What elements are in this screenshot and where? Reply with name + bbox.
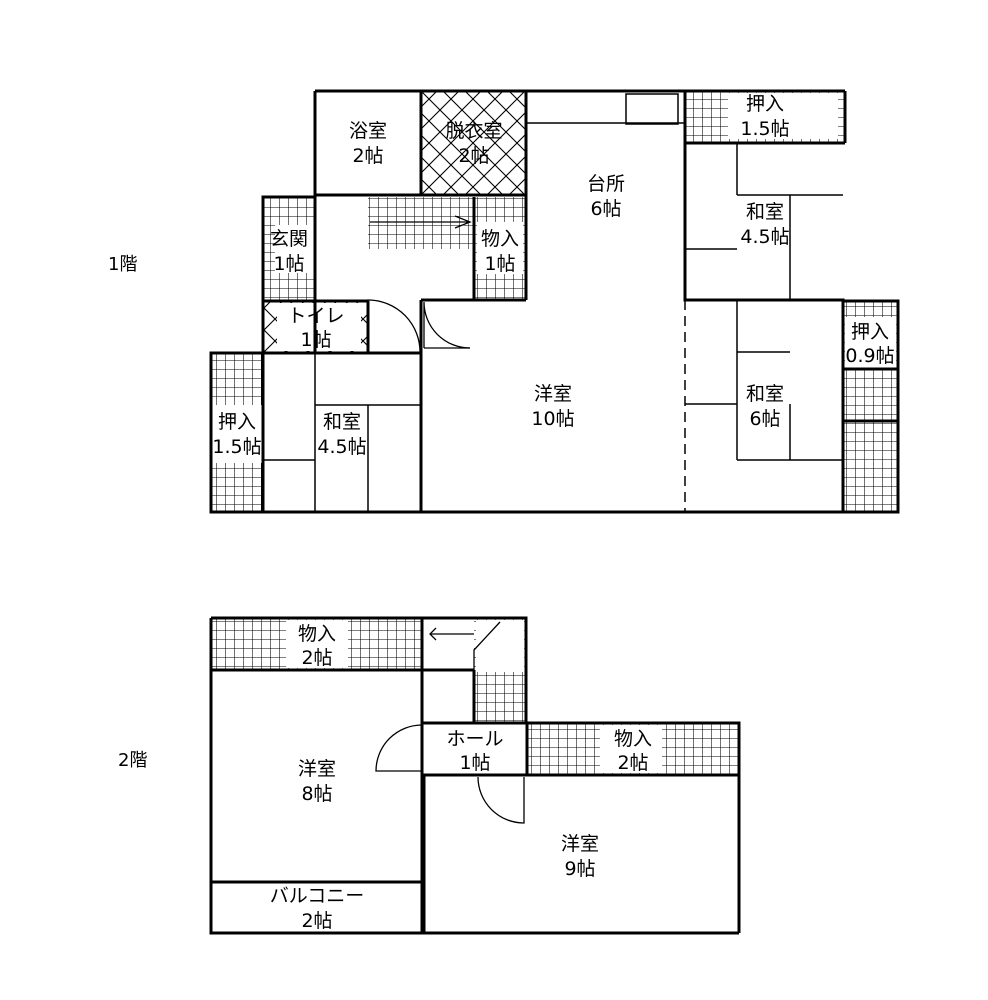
room-closet-left-name: 押入 (218, 411, 256, 433)
room-closet-right-size: 0.9帖 (845, 345, 894, 367)
room-closet-left-size: 1.5帖 (212, 436, 261, 458)
second-floor-walls (209, 616, 741, 935)
room-washitsu-right-size: 6帖 (749, 408, 780, 430)
room-balcony-name: バルコニー (270, 885, 365, 907)
room-storage-1f-name: 物入 (481, 228, 519, 250)
room-western-8-name: 洋室 (298, 758, 336, 780)
room-dressing-size: 2帖 (458, 145, 489, 167)
room-washitsu-left-size: 4.5帖 (317, 436, 366, 458)
room-hall-name: ホール (446, 728, 503, 750)
floor-label-1f: 1階 (108, 254, 137, 275)
room-storage-2f-right-name: 物入 (614, 728, 652, 750)
room-kitchen-size: 6帖 (590, 198, 621, 220)
room-washitsu-upper-size: 4.5帖 (740, 226, 789, 248)
room-western-10-size: 10帖 (531, 408, 574, 430)
room-western-10-name: 洋室 (534, 383, 572, 405)
room-washitsu-left-name: 和室 (323, 411, 361, 433)
room-washitsu-right-name: 和室 (746, 383, 784, 405)
room-toilet-name: トイレ (287, 305, 344, 327)
room-kitchen-name: 台所 (587, 173, 625, 195)
first-floor-doors (367, 215, 472, 354)
floor-label-2f: 2階 (118, 750, 147, 771)
room-bath-name: 浴室 (349, 120, 387, 142)
room-dressing-name: 脱衣室 (445, 120, 502, 142)
room-hall-size: 1帖 (459, 752, 490, 774)
room-western-8-size: 8帖 (301, 783, 332, 805)
room-washitsu-upper-name: 和室 (746, 201, 784, 223)
room-storage-2f-right-size: 2帖 (617, 752, 648, 774)
room-closet-top-right-name: 押入 (746, 93, 784, 115)
first-floor-walls (209, 89, 900, 514)
room-labels: 浴室 2帖 脱衣室 2帖 台所 6帖 押入 1.5帖 和室 4.5帖 玄関 1帖… (212, 93, 894, 932)
room-storage-2f-left-name: 物入 (298, 623, 336, 645)
second-floor-doors (375, 621, 525, 824)
room-entrance-size: 1帖 (273, 253, 304, 275)
room-western-9-size: 9帖 (564, 858, 595, 880)
first-floor-partitions (263, 122, 843, 512)
room-balcony-size: 2帖 (301, 910, 332, 932)
room-bath-size: 2帖 (352, 145, 383, 167)
room-toilet-size: 1帖 (300, 329, 331, 351)
room-western-9-name: 洋室 (561, 833, 599, 855)
room-storage-2f-left-size: 2帖 (301, 647, 332, 669)
dressing-room-crosshatch (421, 91, 526, 195)
room-closet-top-right-size: 1.5帖 (740, 118, 789, 140)
room-closet-right-name: 押入 (851, 321, 889, 343)
room-storage-1f-size: 1帖 (484, 253, 515, 275)
room-entrance-name: 玄関 (270, 228, 308, 250)
